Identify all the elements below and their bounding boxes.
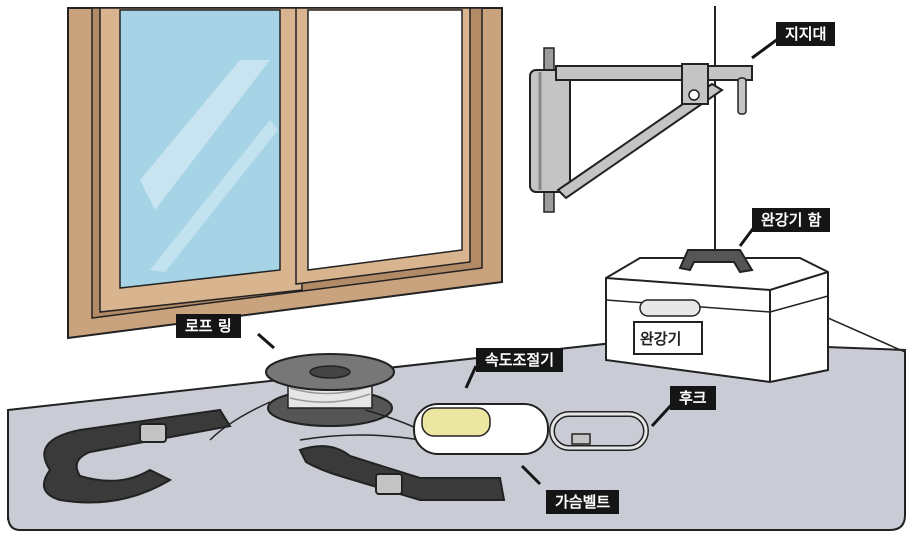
label-chest-belt: 가슴벨트 <box>546 490 619 514</box>
box-plate-text: 완강기 <box>640 328 681 349</box>
label-support-stand: 지지대 <box>776 22 835 46</box>
window <box>68 8 502 338</box>
label-rope-reel: 로프 링 <box>176 314 241 338</box>
speed-regulator <box>414 404 548 454</box>
label-descender-box: 완강기 함 <box>752 208 830 232</box>
label-hook: 후크 <box>670 386 716 410</box>
label-speed-regulator: 속도조절기 <box>476 348 563 372</box>
descender-box <box>606 250 828 382</box>
